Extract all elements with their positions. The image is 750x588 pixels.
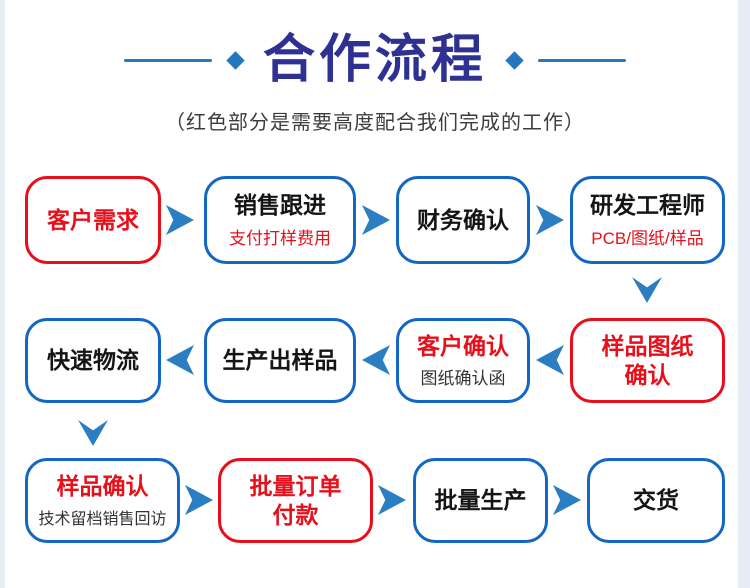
step-sample-confirm: 样品确认 技术留档销售回访 <box>25 458 180 543</box>
header: 合作流程 <box>0 31 750 89</box>
step-subtitle: 支付打样费用 <box>229 228 331 248</box>
step-sales-follow-up: 销售跟进 支付打样费用 <box>204 176 356 264</box>
page-subtitle: （红色部分是需要高度配合我们完成的工作） <box>165 112 585 134</box>
diamond-icon <box>505 51 524 70</box>
page-left-margin <box>0 0 5 588</box>
step-produce-sample: 生产出样品 <box>204 318 356 403</box>
step-title: 财务确认 <box>417 206 509 233</box>
step-bulk-order-payment: 批量订单 付款 <box>218 458 373 543</box>
arrow-down-icon <box>78 420 108 446</box>
step-sample-drawing-confirm: 样品图纸 确认 <box>570 318 725 403</box>
step-mass-production: 批量生产 <box>413 458 548 543</box>
page-right-margin <box>738 0 750 588</box>
step-finance-confirm: 财务确认 <box>396 176 530 264</box>
step-title: 批量订单 付款 <box>249 473 342 528</box>
step-title: 销售跟进 <box>234 192 326 219</box>
step-customer-confirm: 客户确认 图纸确认函 <box>396 318 530 403</box>
step-subtitle: 技术留档销售回访 <box>38 510 167 528</box>
step-fast-logistics: 快速物流 <box>25 318 161 403</box>
step-title: 交货 <box>633 487 679 514</box>
arrow-left-icon <box>166 345 194 375</box>
step-title: 样品确认 <box>56 473 149 500</box>
step-delivery: 交货 <box>587 458 725 543</box>
arrow-right-icon <box>362 205 390 235</box>
step-title: 生产出样品 <box>222 347 338 374</box>
diamond-icon <box>226 51 245 70</box>
step-title: 快速物流 <box>47 347 139 374</box>
arrow-right-icon <box>536 205 564 235</box>
arrow-left-icon <box>362 345 390 375</box>
arrow-down-icon <box>632 277 662 303</box>
arrow-right-icon <box>166 205 194 235</box>
step-title: 客户确认 <box>417 332 509 359</box>
arrow-right-icon <box>553 485 581 515</box>
arrow-left-icon <box>536 345 564 375</box>
step-subtitle: PCB/图纸/样品 <box>591 228 704 248</box>
page-title: 合作流程 <box>262 31 487 89</box>
step-title: 客户需求 <box>47 206 139 233</box>
title-line-right <box>538 59 626 63</box>
step-rd-engineer: 研发工程师 PCB/图纸/样品 <box>570 176 725 264</box>
step-subtitle: 图纸确认函 <box>420 369 506 389</box>
step-title: 样品图纸 确认 <box>601 333 694 388</box>
title-line-left <box>123 59 212 63</box>
step-title: 批量生产 <box>434 487 527 514</box>
step-title: 研发工程师 <box>590 192 705 219</box>
step-customer-demand: 客户需求 <box>25 176 161 264</box>
arrow-right-icon <box>185 485 213 515</box>
arrow-right-icon <box>378 485 406 515</box>
